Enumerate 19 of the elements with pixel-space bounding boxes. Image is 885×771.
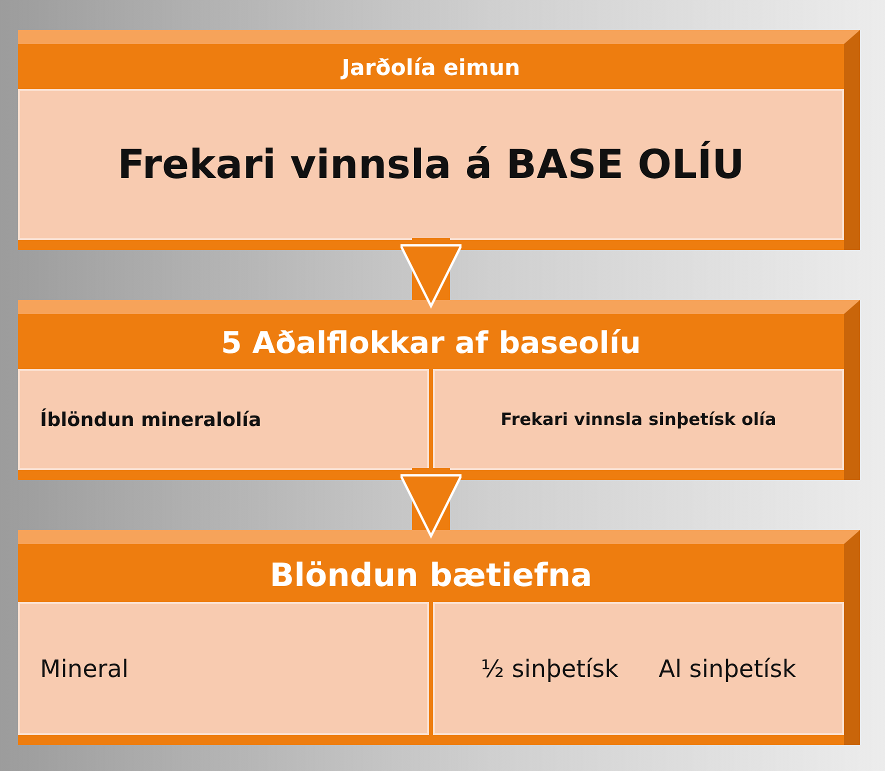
panel-text: Mineral: [40, 654, 129, 682]
content-panel: [18, 89, 844, 240]
down-arrow: [399, 238, 463, 308]
panel-text: Frekari vinnsla á BASE OLÍU: [117, 142, 745, 188]
stage-bar: [18, 300, 860, 480]
content-panel: [18, 369, 429, 470]
panel-text: ½ sinþetísk: [480, 654, 619, 682]
stage-bar: [18, 30, 860, 250]
stage-title: Blöndun bætiefna: [268, 555, 594, 596]
stage-title: Jarðolía eimun: [340, 55, 522, 83]
stage-title: 5 Aðalflokkar af baseolíu: [220, 325, 642, 363]
panel-text: Frekari vinnsla sinþetísk olía: [500, 410, 776, 430]
content-panel: [18, 602, 429, 735]
stage-bar: [18, 530, 860, 745]
panel-text: Al sinþetísk: [658, 654, 796, 682]
down-arrow: [399, 468, 463, 538]
content-panel: [433, 602, 844, 735]
content-panel: [433, 369, 844, 470]
panel-text: Íblöndun mineralolía: [40, 408, 262, 430]
